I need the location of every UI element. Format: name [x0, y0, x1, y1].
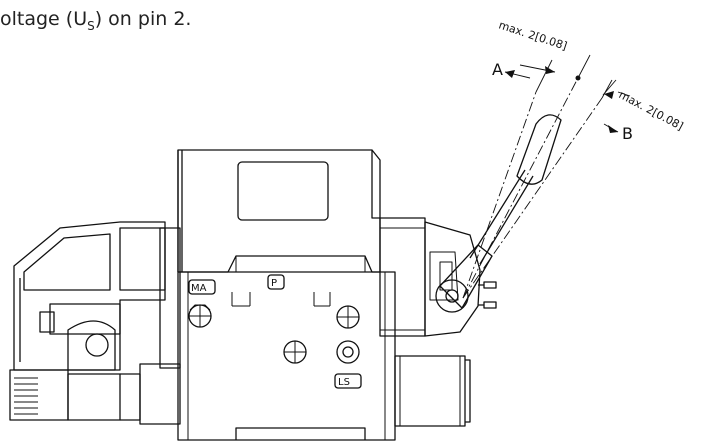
- port-label-ls: LS: [338, 377, 350, 388]
- port-ls-box: [334, 373, 362, 389]
- port-center-symbol: [283, 340, 307, 364]
- port-ma-symbol: [188, 304, 212, 328]
- valve-body: [177, 149, 426, 441]
- port-label-ma: MA: [191, 283, 207, 294]
- port-ma-box: [188, 279, 216, 295]
- dimension-arrows: [505, 66, 618, 133]
- left-solenoid: [9, 221, 181, 425]
- caption-text: oltage (US) on pin 2.: [0, 8, 191, 33]
- direction-label-b: B: [622, 124, 633, 143]
- manual-lever: [435, 114, 562, 313]
- lever-housing: [394, 221, 497, 427]
- port-p-box: [267, 274, 285, 290]
- direction-label-a: A: [492, 60, 503, 79]
- caption-suffix: ) on pin 2.: [94, 8, 192, 30]
- dimension-label-left: max. 2[0.08]: [497, 18, 569, 52]
- port-label-p: P: [271, 278, 277, 289]
- caption-prefix: oltage (U: [0, 8, 88, 30]
- dimension-leaders: [504, 54, 631, 133]
- center-lines: [462, 77, 603, 299]
- port-right-upper-symbol: [336, 305, 360, 329]
- caption-subscript: S: [87, 18, 95, 33]
- port-ls-symbol: [336, 340, 360, 364]
